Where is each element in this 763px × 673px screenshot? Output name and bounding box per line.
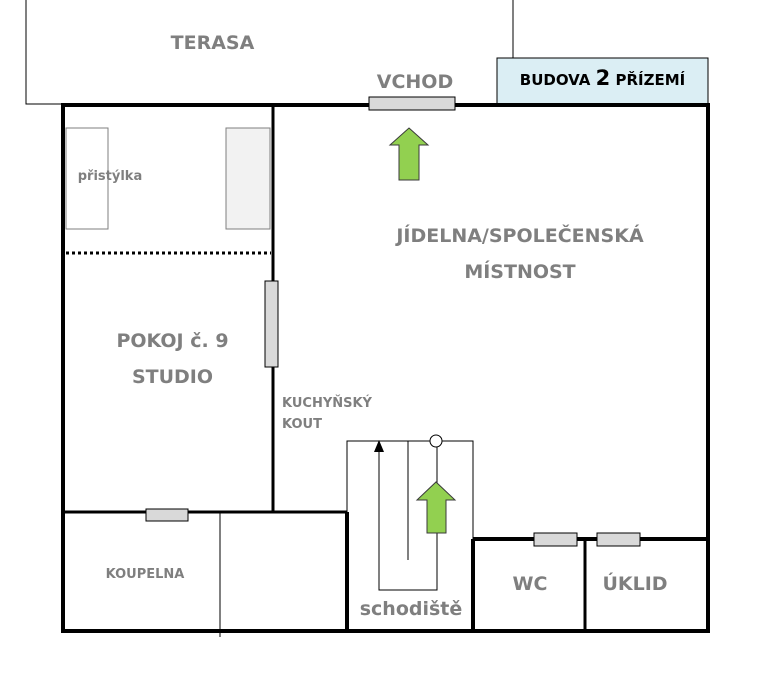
door-bathroom xyxy=(145,508,189,522)
label-pristylka: přistýlka xyxy=(77,169,143,184)
label-terasa: TERASA xyxy=(170,32,255,54)
label-jidelna-line2: MÍSTNOST xyxy=(464,261,576,283)
label-kuchyn-line2: KOUT xyxy=(282,417,322,432)
label-kuchyn: KUCHYŇSKÝ KOUT xyxy=(282,393,372,435)
label-jidelna: JÍDELNA/SPOLEČENSKÁ MÍSTNOST xyxy=(380,218,660,290)
stair-start-circle xyxy=(429,434,443,448)
building-label: BUDOVA 2 PŘÍZEMÍ xyxy=(497,66,708,90)
label-pokoj: POKOJ č. 9 STUDIO xyxy=(95,323,250,395)
door-wc xyxy=(533,532,578,547)
label-schodiste: schodiště xyxy=(359,598,463,620)
label-vchod: VCHOD xyxy=(376,71,454,93)
stair-arrow-icon xyxy=(415,481,457,534)
label-koupelna: KOUPELNA xyxy=(105,567,185,582)
door-uklid xyxy=(596,532,641,547)
building-number: 2 xyxy=(595,66,611,90)
door-entrance xyxy=(368,96,456,111)
label-uklid: ÚKLID xyxy=(602,573,668,595)
door-studio xyxy=(264,280,279,368)
entrance-arrow-icon xyxy=(388,127,430,181)
extra-bed-left xyxy=(65,127,109,230)
stair-arrowhead-icon xyxy=(374,440,384,452)
terrace-outline xyxy=(25,0,63,105)
label-pokoj-line2: STUDIO xyxy=(131,366,214,388)
building-label-box xyxy=(496,57,709,105)
label-wc: WC xyxy=(512,573,548,595)
label-pokoj-line1: POKOJ č. 9 xyxy=(116,330,229,352)
label-kuchyn-line1: KUCHYŇSKÝ xyxy=(282,396,372,411)
label-jidelna-line1: JÍDELNA/SPOLEČENSKÁ xyxy=(396,225,644,247)
building-label-prefix: BUDOVA xyxy=(519,71,596,89)
building-label-suffix: PŘÍZEMÍ xyxy=(610,71,686,89)
extra-bed-right xyxy=(225,127,271,230)
